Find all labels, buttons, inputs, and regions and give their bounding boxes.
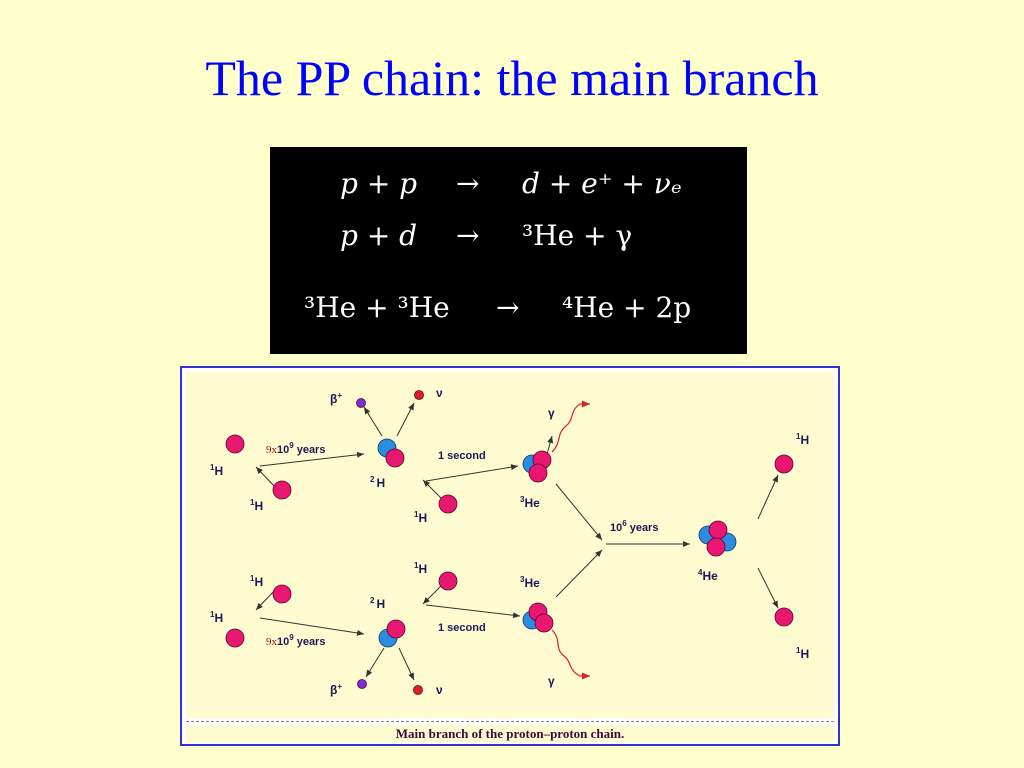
arrow-h-in-bottom (255, 590, 275, 611)
label-h-top-incoming: 1H (250, 498, 263, 513)
arrow-pd-top (425, 464, 519, 482)
positron-top (356, 398, 366, 408)
label-h-pd-top: 1H (414, 510, 427, 525)
arrow-out-top (757, 474, 779, 520)
arrow-merge-bottom (555, 549, 603, 598)
he3-bottom-proton-b (534, 613, 554, 633)
label-positron-bottom: β+ (330, 682, 342, 697)
positron-bottom (357, 679, 367, 689)
reaction-arrows (255, 402, 779, 681)
label-he4: 4He (698, 568, 718, 583)
label-h-pd-bottom: 1H (414, 561, 427, 576)
arrow-positron-bottom (365, 647, 385, 678)
arrow-h-pd-bottom (422, 585, 442, 605)
equations-panel: p + p → d + e⁺ + νₑ p + d → ³He + γ ³He … (270, 147, 747, 354)
arrow-neutrino-bottom (398, 647, 415, 681)
equation-hehe-rhs: ⁴He + 2p (562, 291, 692, 324)
gamma-wave-bottom (551, 629, 590, 680)
deuteron-top-proton (385, 448, 405, 468)
he4-proton-top (708, 520, 728, 540)
particles (225, 390, 794, 695)
gamma-wave-top (551, 400, 590, 453)
proton-top-incoming (272, 480, 292, 500)
he3-top-proton-b (528, 463, 548, 483)
label-h-bottom-incoming: 1H (250, 574, 263, 589)
arrow-h-in-top (255, 466, 277, 489)
arrow-merge-top (555, 483, 603, 541)
label-gamma-bottom: γ (548, 674, 555, 688)
equation-pd-arrow: → (456, 219, 480, 252)
caption-divider (186, 721, 834, 722)
slide-title: The PP chain: the main branch (205, 50, 819, 106)
proton-out-bottom (774, 607, 794, 627)
label-time-pd-bottom: 1 second (438, 622, 486, 634)
equation-pd-rhs: ³He + γ (522, 219, 633, 252)
label-neutrino-top: ν (436, 386, 443, 400)
proton-pd-top (438, 494, 458, 514)
gamma-waves (551, 400, 590, 680)
label-he3-bottom: 3He (520, 575, 540, 590)
proton-pd-bottom (438, 571, 458, 591)
label-h-out-top: 1H (796, 432, 809, 447)
diagram-caption: Main branch of the proton–proton chain. (186, 725, 834, 742)
arrow-pp-top (259, 451, 365, 467)
label-positron-top: β+ (330, 391, 342, 406)
label-neutrino-bottom: ν (436, 683, 443, 697)
proton-bottom-left (225, 628, 245, 648)
equation-hehe-lhs: ³He + ³He (304, 291, 450, 324)
he4-proton-bottom (706, 537, 726, 557)
proton-out-top (774, 454, 794, 474)
equation-pp-lhs: p + p (340, 167, 418, 200)
neutrino-bottom (413, 685, 423, 695)
label-h-bottom-left: 1H (210, 610, 223, 625)
label-gamma-top: γ (548, 406, 555, 420)
equation-pp-arrow: → (456, 167, 480, 200)
proton-bottom-incoming (272, 584, 292, 604)
arrow-pd-bottom (425, 604, 521, 619)
proton-top-left (225, 434, 245, 454)
arrow-neutrino-top (396, 402, 415, 437)
equation-pp-rhs: d + e⁺ + νₑ (522, 167, 682, 200)
arrow-out-bottom (757, 567, 779, 609)
label-time-pd-top: 1 second (438, 450, 486, 462)
equation-hehe-arrow: → (496, 291, 520, 324)
arrow-positron-top (363, 406, 383, 437)
label-h-top-left: 1H (210, 463, 223, 478)
arrow-pp-bottom (259, 617, 365, 636)
arrow-h-pd-top (422, 479, 443, 500)
deuteron-bottom-proton (386, 619, 406, 639)
equation-pd-lhs: p + d (340, 219, 418, 252)
label-he3-top: 3He (520, 495, 540, 510)
neutrino-top (414, 390, 424, 400)
label-h-out-bottom: 1H (796, 646, 809, 661)
